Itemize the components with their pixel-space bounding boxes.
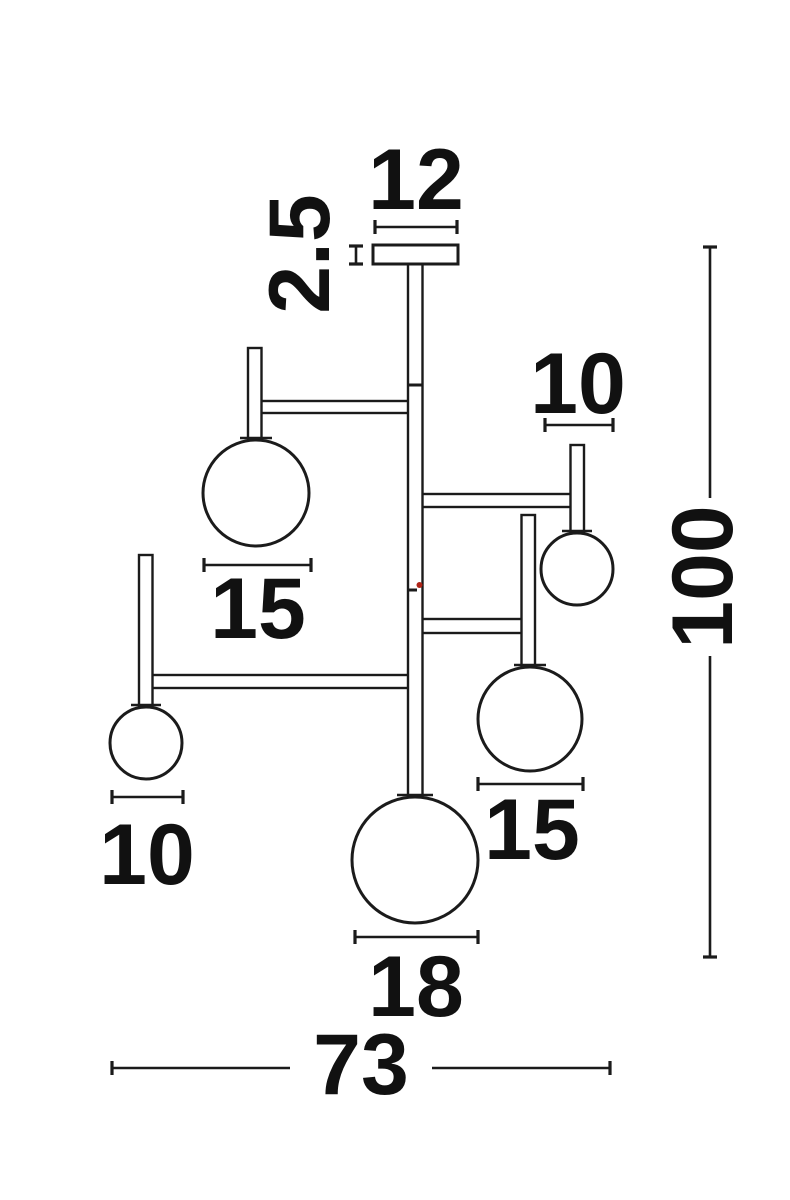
bottom-globe	[350, 795, 480, 925]
label-right-globe-diameter: 10	[530, 336, 626, 432]
lower-left-stem	[137, 553, 154, 710]
dim-line-canopy-width	[373, 220, 459, 234]
dimension-labels: 12 2.5 10 100 15 10 15 18 73	[99, 132, 751, 1113]
dim-line-canopy-thickness	[349, 244, 363, 266]
label-overall-width: 73	[313, 1017, 409, 1113]
dim-line-bottom-globe	[353, 930, 480, 944]
lower-left-globe	[108, 705, 184, 781]
label-lower-right-globe-diameter: 15	[484, 782, 580, 878]
red-marker-dot	[416, 582, 423, 588]
central-rod	[406, 261, 424, 800]
upper-left-arm	[256, 399, 412, 415]
lower-right-arm	[418, 617, 528, 635]
dim-line-right-globe	[543, 418, 615, 432]
right-globe	[539, 531, 615, 607]
dim-line-overall-width	[110, 1061, 612, 1075]
fixture	[108, 243, 615, 925]
ceiling-canopy	[371, 243, 460, 266]
lower-right-stem	[520, 513, 537, 670]
label-lower-left-globe-diameter: 10	[99, 807, 195, 903]
label-bottom-globe-diameter: 18	[368, 939, 464, 1035]
right-stem	[569, 443, 586, 537]
dimension-lines	[110, 220, 717, 1075]
dim-line-overall-height	[703, 245, 717, 959]
upper-left-globe	[201, 438, 311, 548]
label-overall-height: 100	[655, 505, 751, 649]
lower-right-globe	[476, 665, 584, 773]
lower-left-arm	[146, 673, 412, 690]
dim-line-lower-left-globe	[110, 790, 185, 804]
right-arm	[418, 492, 576, 509]
label-upper-left-globe-diameter: 15	[210, 561, 306, 657]
label-canopy-width: 12	[368, 132, 464, 228]
dim-line-upper-left-globe	[202, 558, 313, 572]
dim-line-lower-right-globe	[476, 777, 585, 791]
label-canopy-thickness: 2.5	[252, 194, 348, 314]
upper-left-stem	[246, 346, 263, 442]
